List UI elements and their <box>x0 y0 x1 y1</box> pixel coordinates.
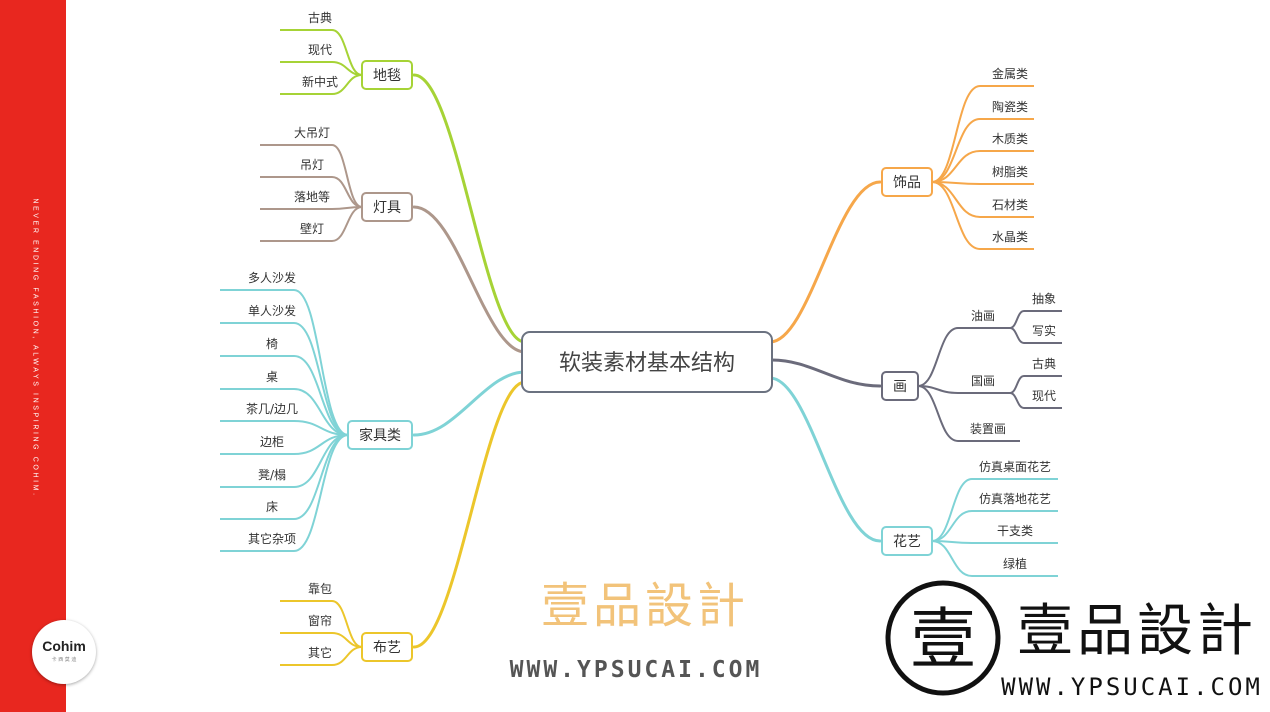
link-2-7 <box>293 434 349 520</box>
link-2-8 <box>293 434 349 552</box>
sidebar: NEVER ENDING FASHION, ALWAYS INSPIRING C… <box>0 0 96 712</box>
branch-label-1: 灯具 <box>373 200 401 216</box>
child-label-2-5: 边柜 <box>260 435 284 449</box>
child-label-0-2: 新中式 <box>302 74 338 89</box>
child-label-3-2: 其它 <box>308 645 332 660</box>
branch-label-3: 布艺 <box>373 640 401 656</box>
link-1-0 <box>331 144 363 208</box>
leaf-label-5-0-0: 抽象 <box>1032 292 1056 306</box>
link-root-4 <box>768 180 882 344</box>
child-label-6-0: 仿真桌面花艺 <box>979 459 1051 474</box>
link-root-3 <box>412 380 527 649</box>
child-label-2-3: 桌 <box>266 370 278 384</box>
child-label-2-6: 凳/榻 <box>258 467 286 482</box>
link-5-0-1 <box>1009 327 1025 344</box>
watermark-center-text: 壹品設計 <box>541 578 749 634</box>
mindmap-links <box>220 29 1062 666</box>
child-label-6-3: 绿植 <box>1003 556 1027 571</box>
branch-node-0[interactable] <box>361 60 413 90</box>
brand-name: Cohim <box>42 638 86 654</box>
mindmap-nodes: 地毯古典现代新中式灯具大吊灯吊灯落地等壁灯家具类多人沙发单人沙发椅桌茶几/边几边… <box>246 10 1056 662</box>
link-4-4 <box>931 181 981 218</box>
watermark-center: 壹品設計 WWW.YPSUCAI.COM <box>510 578 763 683</box>
leaf-label-5-0-1: 写实 <box>1032 323 1056 338</box>
link-5-1-1 <box>1009 392 1025 409</box>
child-label-0-0: 古典 <box>308 10 332 25</box>
child-label-2-4: 茶几/边几 <box>246 401 298 416</box>
root-label: 软装素材基本结构 <box>559 351 735 376</box>
link-5-0 <box>917 327 959 387</box>
child-label-5-1: 国画 <box>971 374 995 388</box>
link-1-1 <box>331 176 363 208</box>
child-label-4-3: 树脂类 <box>992 164 1028 179</box>
watermark-right-url: WWW.YPSUCAI.COM <box>1001 673 1263 701</box>
leaf-label-5-1-1: 现代 <box>1032 389 1056 403</box>
child-label-4-1: 陶瓷类 <box>992 99 1028 114</box>
link-2-0 <box>293 289 349 436</box>
link-6-1 <box>931 510 973 542</box>
child-label-3-1: 窗帘 <box>308 613 332 628</box>
link-4-1 <box>931 118 981 183</box>
link-1-3 <box>331 206 363 242</box>
child-label-2-8: 其它杂项 <box>248 531 296 546</box>
branch-node-6[interactable] <box>881 526 933 556</box>
child-label-2-7: 床 <box>266 500 278 514</box>
branch-node-2[interactable] <box>347 420 413 450</box>
child-label-3-0: 靠包 <box>308 582 332 596</box>
branch-node-5[interactable] <box>881 371 919 401</box>
branch-label-0: 地毯 <box>373 68 401 84</box>
watermark-right: 壹 壹品設計 WWW.YPSUCAI.COM <box>885 580 1263 701</box>
branch-label-2: 家具类 <box>359 427 401 444</box>
link-0-2 <box>331 74 363 95</box>
brand-subtitle: 卡 西 莫 迪 <box>51 657 77 663</box>
child-label-1-3: 壁灯 <box>300 221 324 236</box>
link-4-0 <box>931 85 981 183</box>
child-label-4-4: 石材类 <box>992 198 1028 212</box>
branch-label-6: 花艺 <box>893 534 921 550</box>
branch-label-4: 饰品 <box>893 175 921 191</box>
link-root-2 <box>412 370 527 437</box>
child-label-5-2: 装置画 <box>970 422 1006 436</box>
child-label-5-0: 油画 <box>971 309 995 323</box>
branch-node-4[interactable] <box>881 167 933 197</box>
link-4-5 <box>931 181 981 250</box>
child-label-2-0: 多人沙发 <box>248 270 296 285</box>
branch-node-1[interactable] <box>361 192 413 222</box>
link-5-1-0 <box>1009 375 1025 394</box>
link-root-5 <box>770 358 882 388</box>
watermark-seal-glyph: 壹 <box>910 601 976 678</box>
brand-logo: Cohim 卡 西 莫 迪 <box>32 620 96 684</box>
link-root-1 <box>412 205 527 354</box>
link-2-2 <box>293 355 349 436</box>
watermark-seal-ring <box>885 580 1001 696</box>
branch-label-5: 画 <box>893 379 907 395</box>
link-6-0 <box>931 478 973 542</box>
branch-node-3[interactable] <box>361 632 413 662</box>
link-root-6 <box>768 376 882 543</box>
child-label-0-1: 现代 <box>308 43 332 57</box>
link-5-2 <box>917 385 959 442</box>
child-label-2-2: 椅 <box>266 337 278 351</box>
link-6-3 <box>931 540 973 577</box>
link-5-0-0 <box>1009 310 1025 329</box>
child-label-1-1: 吊灯 <box>300 158 324 172</box>
link-3-2 <box>331 646 363 666</box>
watermark-center-url: WWW.YPSUCAI.COM <box>510 657 763 683</box>
leaf-label-5-1-0: 古典 <box>1032 356 1056 371</box>
child-label-2-1: 单人沙发 <box>248 303 296 318</box>
root-node[interactable] <box>521 331 773 393</box>
child-label-4-0: 金属类 <box>992 66 1028 81</box>
child-label-1-0: 大吊灯 <box>294 126 330 140</box>
child-label-6-1: 仿真落地花艺 <box>979 491 1051 506</box>
watermark-right-text: 壹品設計 <box>1017 599 1257 664</box>
child-label-1-2: 落地等 <box>294 190 330 204</box>
link-root-0 <box>412 73 527 344</box>
child-label-6-2: 干支类 <box>997 524 1033 538</box>
link-2-1 <box>293 322 349 436</box>
child-label-4-5: 水晶类 <box>992 230 1028 244</box>
child-label-4-2: 木质类 <box>992 132 1028 146</box>
